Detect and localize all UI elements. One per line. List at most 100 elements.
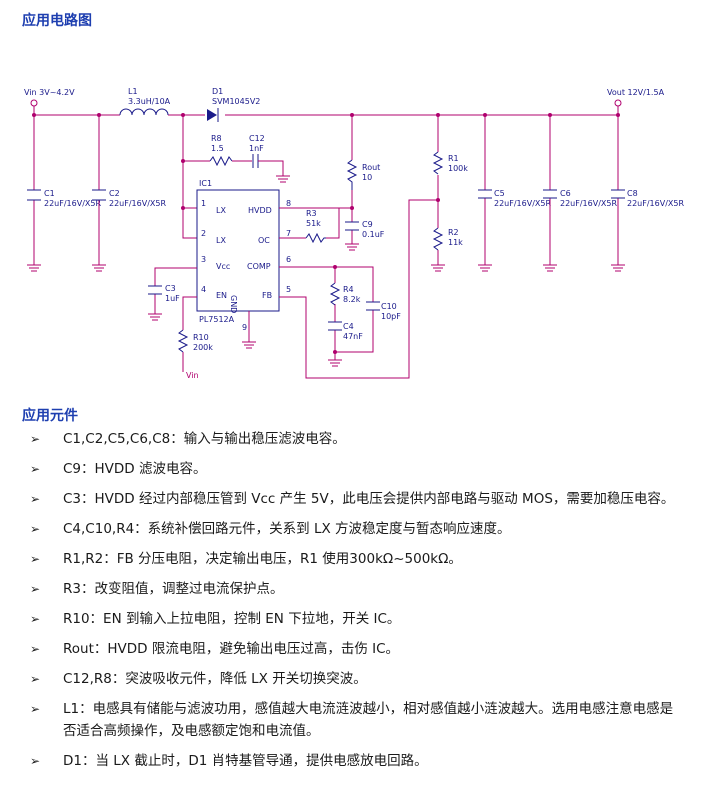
list-item: ➢C1,C2,C5,C6,C8：输入与输出稳压滤波电容。	[0, 428, 701, 450]
list-item-text: C3：HVDD 经过内部稳压管到 Vcc 产生 5V，此电压会提供内部电路与驱动…	[63, 491, 675, 507]
ic-part: PL7512A	[199, 315, 235, 324]
components-section-title: 应用元件	[22, 408, 78, 424]
fb-wire	[279, 199, 438, 379]
resistor-r8	[209, 155, 233, 167]
en-wire	[182, 296, 197, 372]
capacitor-c3	[148, 285, 162, 295]
pin-6-num: 6	[286, 255, 291, 264]
arrow-bullet-icon: ➢	[30, 642, 41, 656]
r3-ref: R3	[306, 209, 317, 218]
vin-terminal	[30, 99, 38, 107]
capacitor-c2	[92, 115, 106, 265]
list-item-text: C9：HVDD 滤波电容。	[63, 461, 207, 477]
list-item: ➢ R3：改变阻值，调整过电流保护点。	[0, 578, 701, 600]
r3-value: 51k	[306, 219, 321, 228]
rout-ref: Rout	[362, 163, 380, 172]
c10-value: 10pF	[381, 312, 401, 321]
vout-label: Vout 12V/1.5A	[607, 88, 665, 97]
capacitor-c6	[543, 115, 557, 265]
list-item: ➢ C3：HVDD 经过内部稳压管到 Vcc 产生 5V，此电压会提供内部电路与驱…	[0, 488, 701, 510]
list-item-text: R10：EN 到输入上拉电阻，控制 EN 下拉地，开关 IC。	[63, 611, 401, 627]
schematic-section-title: 应用电路图	[22, 13, 92, 29]
c3-ref: C3	[165, 284, 176, 293]
c4-ref: C4	[343, 322, 354, 331]
arrow-bullet-icon: ➢	[30, 492, 41, 506]
capacitor-c4	[328, 321, 342, 331]
pin-2-num: 2	[201, 229, 206, 238]
list-item: ➢ C9：HVDD 滤波电容。	[0, 458, 701, 480]
capacitor-c1	[27, 115, 41, 265]
ic-pl7512a	[196, 189, 280, 312]
list-item: ➢ C12,R8：突波吸收元件，降低 LX 开关切换突波。	[0, 668, 701, 690]
list-item-text: C4,C10,R4：系统补偿回路元件，关系到 LX 方波稳定度与暂态响应速度。	[63, 521, 511, 537]
diode-d1	[207, 109, 217, 121]
c4-value: 47nF	[343, 332, 363, 341]
r1-ref: R1	[448, 154, 459, 163]
component-description-list: ➢C1,C2,C5,C6,C8：输入与输出稳压滤波电容。 ➢ C9：HVDD 滤波…	[0, 428, 701, 780]
c12-value: 1nF	[249, 144, 264, 153]
arrow-bullet-icon: ➢	[30, 612, 41, 626]
capacitor-c8	[611, 115, 625, 265]
rout-value: 10	[362, 173, 372, 182]
capacitor-c5	[478, 115, 492, 265]
pin-8-num: 8	[286, 199, 291, 208]
r10-net-label: Vin	[186, 371, 199, 380]
resistor-r2	[432, 227, 444, 251]
arrow-bullet-icon: ➢	[30, 754, 41, 768]
capacitor-c10	[366, 301, 380, 311]
pin-lx2-label: LX	[216, 236, 226, 245]
pin-gnd-label: GND	[229, 295, 238, 313]
pin-5-num: 5	[286, 285, 291, 294]
c5-value: 22uF/16V/X5R	[494, 199, 551, 208]
lx-node-wire	[182, 115, 210, 239]
arrow-bullet-icon: ➢	[30, 522, 41, 536]
pin-comp-label: COMP	[247, 262, 271, 271]
arrow-bullet-icon: ➢	[30, 462, 41, 476]
capacitor-c9	[345, 221, 359, 231]
arrow-bullet-icon: ➢	[30, 432, 41, 446]
resistor-r3	[305, 232, 326, 244]
r2-value: 11k	[448, 238, 463, 247]
pin-7-num: 7	[286, 229, 291, 238]
capacitor-c12	[252, 154, 259, 168]
inductor-l1	[119, 108, 169, 116]
arrow-bullet-icon: ➢	[30, 582, 41, 596]
c8-value: 22uF/16V/X5R	[627, 199, 684, 208]
resistor-r10	[177, 329, 189, 353]
pin-hvdd-label: HVDD	[248, 206, 272, 215]
list-item-text: C12,R8：突波吸收元件，降低 LX 开关切换突波。	[63, 671, 367, 687]
c3-value: 1uF	[165, 294, 180, 303]
resistor-r4	[329, 282, 341, 306]
list-item-text: Rout：HVDD 限流电阻，避免输出电压过高，击伤 IC。	[63, 641, 400, 657]
comp-wire	[279, 266, 374, 360]
vcc-wire	[154, 267, 197, 314]
list-item: ➢ L1：电感具有储能与滤波功用，感值越大电流涟波越小，相对感值越小涟波越大。选用…	[0, 698, 701, 742]
list-item: ➢ R10：EN 到输入上拉电阻，控制 EN 下拉地，开关 IC。	[0, 608, 701, 630]
vin-label: Vin 3V~4.2V	[24, 88, 75, 97]
list-item-text: R3：改变阻值，调整过电流保护点。	[63, 581, 284, 597]
resistor-r1	[432, 151, 444, 175]
r8-value: 1.5	[211, 144, 224, 153]
resistor-rout	[346, 159, 358, 190]
l1-value: 3.3uH/10A	[128, 97, 171, 106]
list-item: ➢D1：当 LX 截止时，D1 肖特基管导通，提供电感放电回路。	[0, 750, 701, 772]
c2-value: 22uF/16V/X5R	[109, 199, 166, 208]
l1-ref: L1	[128, 87, 138, 96]
list-item: ➢R1,R2：FB 分压电阻，决定输出电压，R1 使用300kΩ~500kΩ。	[0, 548, 701, 570]
r4-ref: R4	[343, 285, 354, 294]
arrow-bullet-icon: ➢	[30, 552, 41, 566]
c8-ref: C8	[627, 189, 638, 198]
pin-3-num: 3	[201, 255, 206, 264]
arrow-bullet-icon: ➢	[30, 702, 41, 716]
junction-dots	[32, 113, 620, 354]
r2-ref: R2	[448, 228, 459, 237]
arrow-bullet-icon: ➢	[30, 672, 41, 686]
r10-value: 200k	[193, 343, 213, 352]
application-circuit-schematic: Vin 3V~4.2V Vout 12V/1.5A L1 3.3uH/10A D…	[24, 87, 684, 380]
list-item-text: L1：电感具有储能与滤波功用，感值越大电流涟波越小，相对感值越小涟波越大。选用电…	[63, 701, 674, 739]
vout-terminal	[614, 99, 622, 107]
c9-value: 0.1uF	[362, 230, 385, 239]
c1-ref: C1	[44, 189, 55, 198]
c1-value: 22uF/16V/X5R	[44, 199, 101, 208]
c2-ref: C2	[109, 189, 120, 198]
